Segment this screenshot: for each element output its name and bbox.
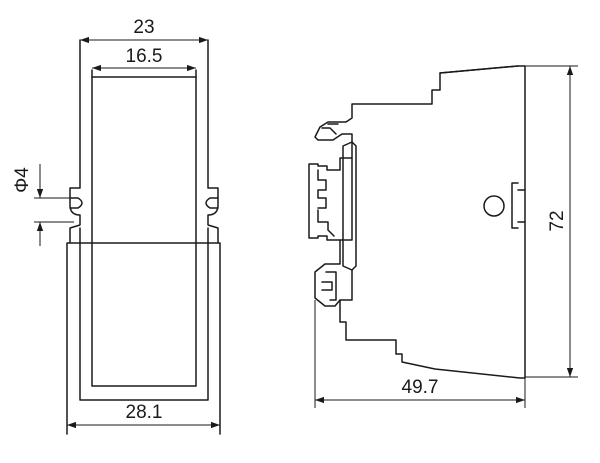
front-housing-sides — [79, 227, 209, 401]
dim-label-72: 72 — [547, 210, 568, 231]
side-indicator-circle — [483, 195, 505, 217]
front-housing-outline — [66, 39, 221, 435]
dim-label-hole: Φ4 — [12, 167, 33, 193]
clip-upper — [321, 123, 339, 135]
right-clip-notch — [205, 197, 219, 209]
front-face-panel — [91, 76, 197, 387]
front-top-lip — [91, 69, 197, 78]
side-view: 49.7 72 — [308, 65, 578, 408]
side-top-step — [439, 65, 519, 74]
side-profile-outline — [308, 65, 526, 379]
dim-label-16-5: 16.5 — [126, 46, 163, 67]
dim-label-23: 23 — [133, 17, 154, 38]
rail-teeth-lower — [317, 209, 335, 237]
rail-teeth-upper — [317, 169, 327, 209]
dim-label-49-7: 49.7 — [402, 377, 439, 398]
dim-label-28-1: 28.1 — [126, 402, 163, 423]
rail-inner-lines — [339, 157, 353, 301]
din-rail-slot — [342, 141, 357, 271]
clip-lower-latch — [321, 271, 337, 301]
left-clip-notch — [69, 197, 83, 209]
rear-mounting-tab — [511, 182, 526, 229]
front-view: 23 16.5 28.1 Φ4 — [12, 17, 221, 435]
